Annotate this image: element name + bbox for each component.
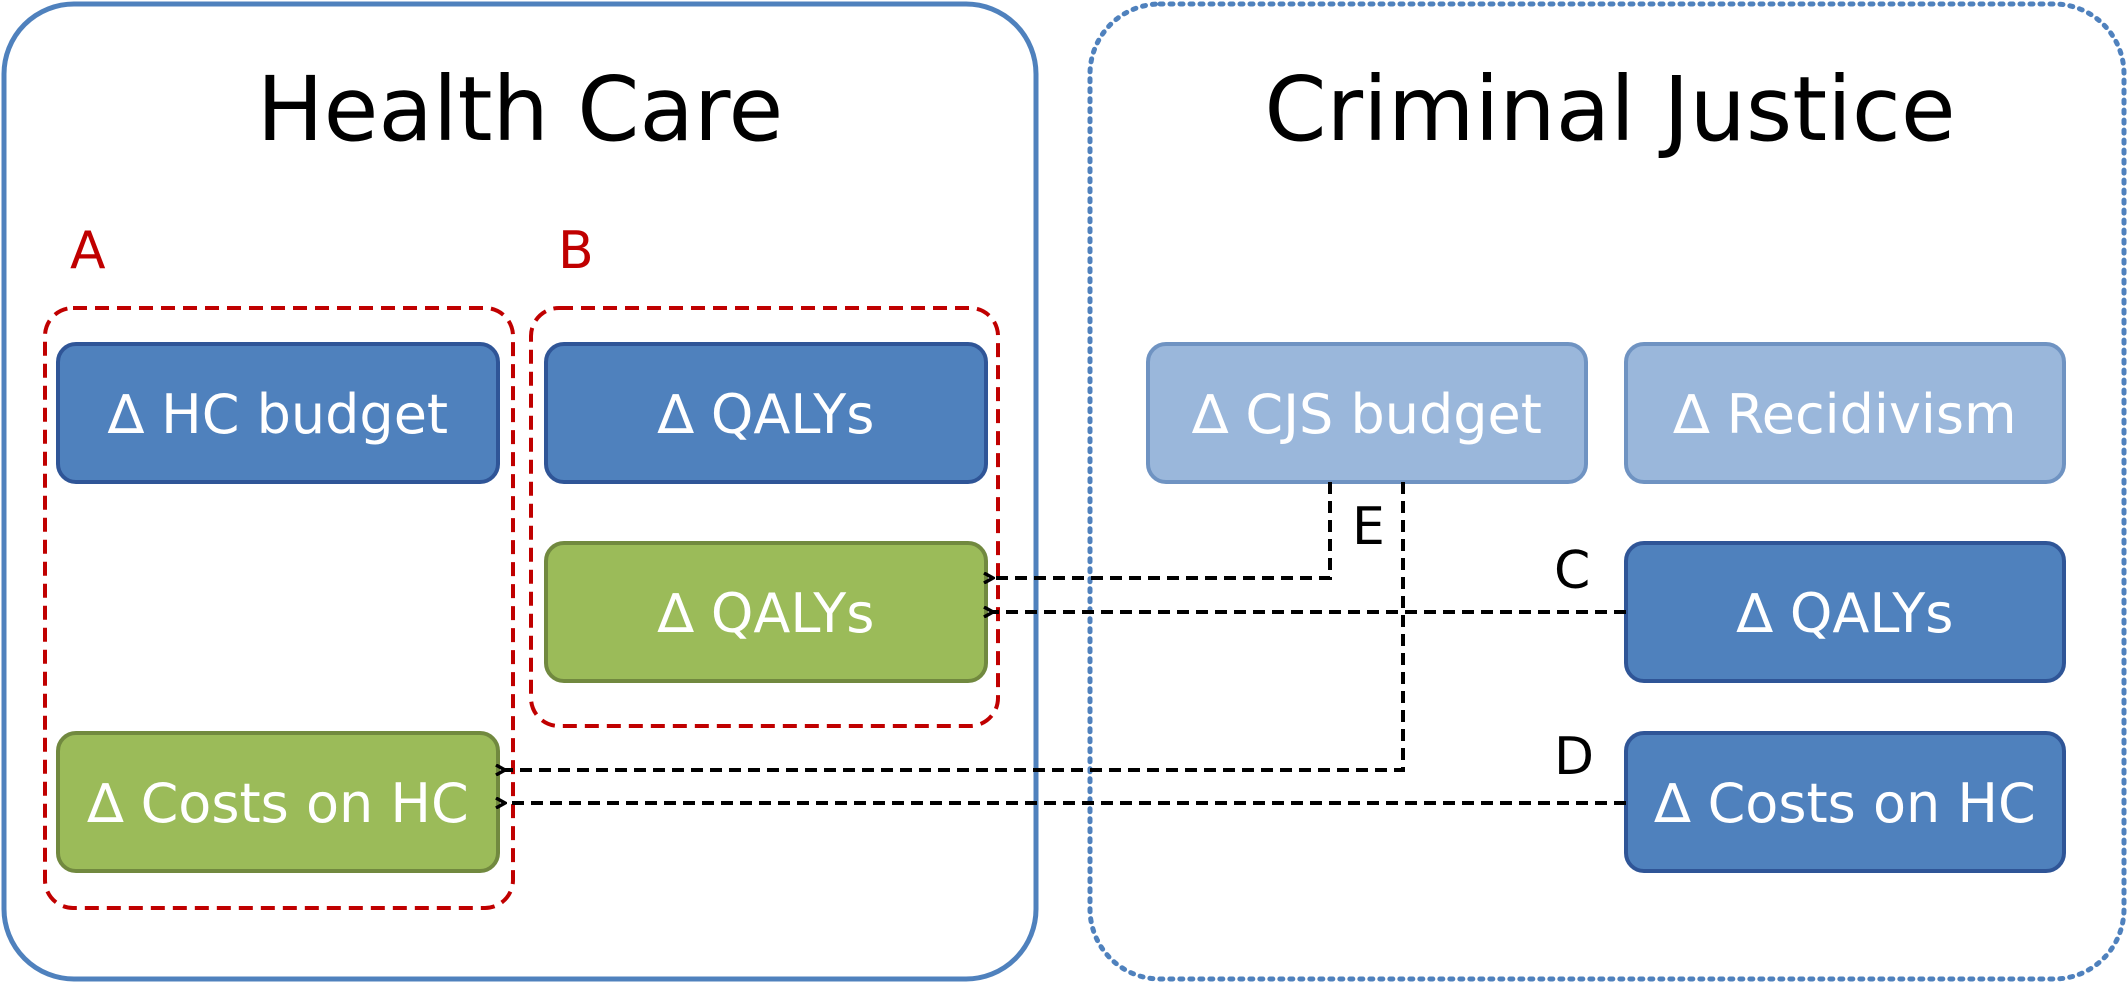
health-care-panel xyxy=(1,1,1039,982)
criminal-justice-title: Criminal Justice xyxy=(1264,57,1955,161)
group-b-outline xyxy=(529,306,1000,728)
hc-qalys-green-box: ∆ QALYs xyxy=(544,541,988,683)
arrow-e-to-costs xyxy=(505,482,1405,770)
cjs-recidivism-box: ∆ Recidivism xyxy=(1624,342,2066,484)
hc-qalys-green-label: ∆ QALYs xyxy=(657,582,875,645)
hc-qalys-blue-label: ∆ QALYs xyxy=(657,383,875,446)
criminal-justice-panel xyxy=(1087,1,2127,982)
cjs-recidivism-label: ∆ Recidivism xyxy=(1672,383,2016,446)
cjs-qalys-label: ∆ QALYs xyxy=(1736,582,1954,645)
link-c-letter: C xyxy=(1554,541,1590,601)
group-b-letter: B xyxy=(558,221,594,281)
cjs-qalys-box: ∆ QALYs xyxy=(1624,541,2066,683)
group-a-outline xyxy=(43,306,515,910)
health-care-title: Health Care xyxy=(257,57,784,161)
link-d-letter: D xyxy=(1554,727,1594,787)
cjs-costs-on-hc-label: ∆ Costs on HC xyxy=(1653,772,2035,835)
group-a-letter: A xyxy=(70,221,106,281)
cjs-costs-on-hc-box: ∆ Costs on HC xyxy=(1624,731,2066,873)
arrow-e-to-qalys xyxy=(993,482,1332,578)
hc-qalys-blue-box: ∆ QALYs xyxy=(544,342,988,484)
cjs-budget-label: ∆ CJS budget xyxy=(1191,383,1542,446)
hc-costs-green-label: ∆ Costs on HC xyxy=(86,772,468,835)
cjs-budget-box: ∆ CJS budget xyxy=(1146,342,1588,484)
link-e-letter: E xyxy=(1352,497,1385,557)
hc-budget-label: ∆ HC budget xyxy=(107,383,448,446)
hc-budget-box: ∆ HC budget xyxy=(56,342,500,484)
hc-costs-green-box: ∆ Costs on HC xyxy=(56,731,500,873)
